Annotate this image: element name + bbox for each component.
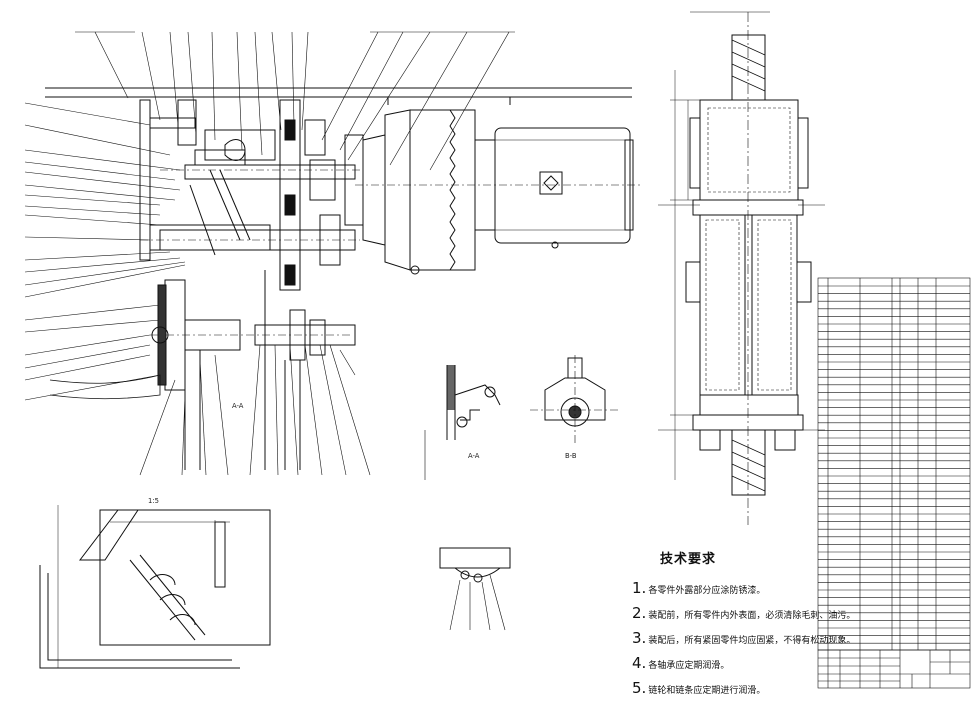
title-block bbox=[817, 649, 971, 689]
section-b-detail bbox=[530, 355, 620, 445]
lower-left-detail bbox=[39, 505, 271, 669]
requirement-item-3: 3.装配后，所有紧固零件均应固紧，不得有松动现象。 bbox=[632, 629, 856, 647]
section-a-detail bbox=[424, 365, 501, 480]
scale-label: 1:5 bbox=[148, 497, 159, 505]
requirement-item-2: 2.装配前，所有零件内外表面，必须清除毛刺、油污。 bbox=[632, 604, 856, 622]
bottom-leader-lines bbox=[139, 344, 371, 476]
section-label-b-detail: B-B bbox=[565, 452, 577, 460]
requirement-item-5: 5.链轮和链条应定期进行润滑。 bbox=[632, 679, 766, 697]
left-leader-lines bbox=[24, 102, 186, 401]
right-vertical-view bbox=[658, 11, 825, 525]
top-leader-lines bbox=[75, 31, 515, 171]
section-label-a: A-A bbox=[232, 402, 244, 410]
parts-list-table bbox=[817, 277, 971, 651]
requirement-item-1: 1.各零件外露部分应涂防锈漆。 bbox=[632, 579, 766, 597]
technical-requirements: 技术要求 1.各零件外露部分应涂防锈漆。 2.装配前，所有零件内外表面，必须清除… bbox=[632, 548, 856, 702]
requirement-item-4: 4.各轴承应定期润滑。 bbox=[632, 654, 730, 672]
section-label-a-detail: A-A bbox=[468, 452, 480, 460]
main-assembly-view bbox=[24, 31, 640, 476]
technical-requirements-title: 技术要求 bbox=[660, 552, 717, 567]
middle-chain-detail bbox=[439, 547, 511, 631]
